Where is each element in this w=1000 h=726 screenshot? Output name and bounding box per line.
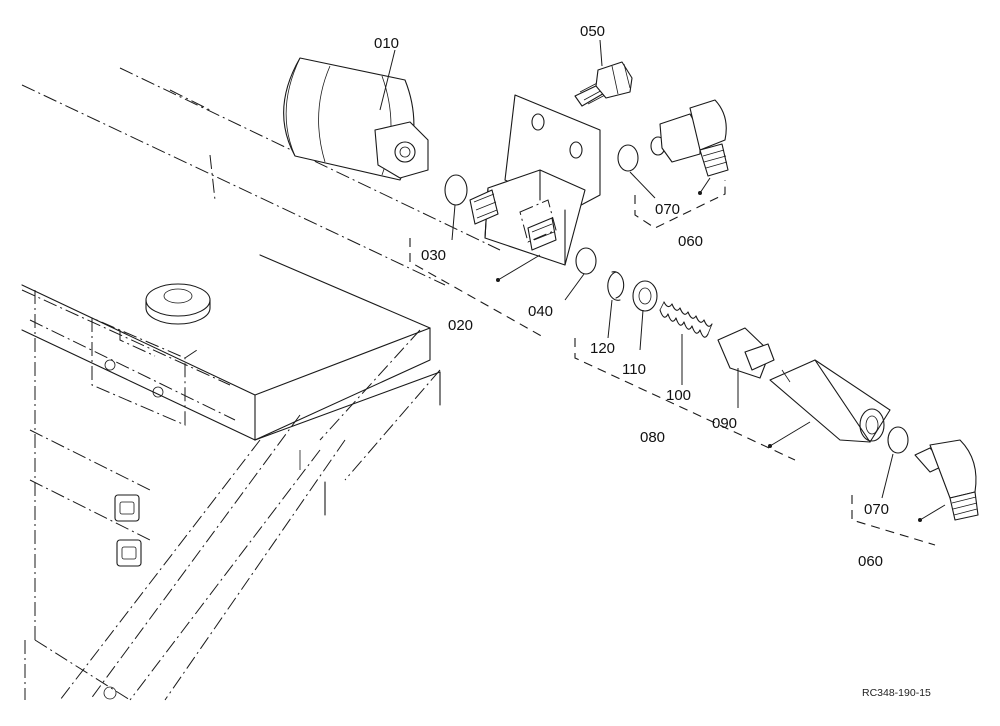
- o-rings: [444, 144, 909, 454]
- part-070-o-ring-upper: [617, 144, 639, 172]
- label-120: 120: [590, 340, 615, 357]
- label-070-upper: 070: [655, 201, 680, 218]
- label-060-lower: 060: [858, 553, 883, 570]
- frame-bracket: [91, 317, 201, 426]
- part-110-washer: [632, 280, 658, 312]
- label-110: 110: [622, 361, 646, 378]
- frame-boss: [145, 283, 211, 325]
- label-050: 050: [580, 23, 605, 40]
- leader-dot-060-lower: [918, 518, 922, 522]
- label-030: 030: [421, 247, 446, 264]
- part-020-bracket-block: [469, 94, 601, 266]
- part-090-poppet: [717, 327, 775, 379]
- label-020: 020: [448, 317, 473, 334]
- leader-dot-020: [496, 278, 500, 282]
- label-010: 010: [374, 35, 399, 52]
- figure-code: RC348-190-15: [862, 687, 931, 699]
- assembly-brackets: [409, 180, 936, 546]
- part-labels: 010 050 070 060 030 020 040 120 110 100 …: [374, 23, 889, 570]
- part-070-o-ring-lower: [887, 426, 909, 454]
- leader-dot-080: [768, 444, 772, 448]
- part-120-snap-ring: [607, 271, 625, 301]
- part-030-o-ring: [444, 174, 468, 206]
- part-060-elbow-fitting-lower: [914, 439, 979, 521]
- frame-plate: [21, 254, 441, 516]
- label-070-lower: 070: [864, 501, 889, 518]
- part-080-valve-body: [769, 359, 891, 443]
- frame-nuts: [103, 494, 142, 700]
- label-060-upper: 060: [678, 233, 703, 250]
- part-010-canister: [283, 57, 429, 181]
- part-060-elbow-fitting-upper: [650, 99, 729, 177]
- label-100: 100: [666, 387, 691, 404]
- leader-dot-060-upper: [698, 191, 702, 195]
- label-080: 080: [640, 429, 665, 446]
- label-090: 090: [712, 415, 737, 432]
- part-040-o-ring: [575, 247, 597, 275]
- leader-lines: [379, 39, 946, 522]
- part-100-spring: [659, 301, 713, 338]
- label-040: 040: [528, 303, 553, 320]
- part-050-bolt: [574, 61, 633, 107]
